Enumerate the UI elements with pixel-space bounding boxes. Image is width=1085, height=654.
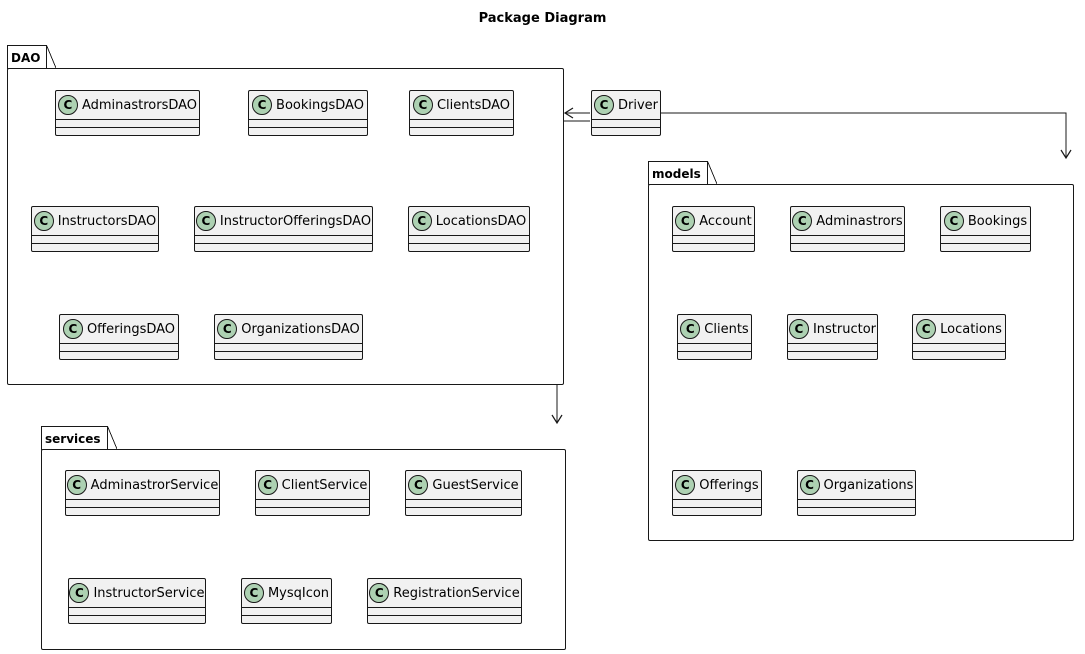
- class-name: ClientService: [281, 477, 368, 493]
- class-icon: C: [788, 319, 809, 339]
- class-name: Account: [699, 213, 752, 229]
- class-name: Instructor: [812, 321, 877, 337]
- class-name: ClientsDAO: [436, 97, 511, 113]
- class-name: MysqIcon: [267, 585, 330, 601]
- class-icon: C: [369, 583, 390, 603]
- class-name: LocationsDAO: [435, 213, 527, 229]
- package-dao-label: DAO: [7, 45, 58, 69]
- class-name: GuestService: [432, 477, 519, 493]
- class-icon: C: [411, 211, 432, 231]
- class-icon: C: [257, 475, 278, 495]
- class-name: OfferingsDAO: [86, 321, 176, 337]
- class-icon: C: [62, 319, 83, 339]
- arrow-driver-to-models: [660, 112, 1067, 158]
- class-name: Driver: [617, 97, 658, 113]
- class-icon: C: [69, 583, 90, 603]
- class-name: Locations: [940, 321, 1002, 337]
- arrowhead-models: [1060, 149, 1072, 160]
- class-name: Organizations: [823, 477, 914, 493]
- class-name: AdminastrorService: [90, 477, 219, 493]
- class-icon: C: [408, 475, 429, 495]
- arrowhead-services: [551, 414, 563, 425]
- class-name: BookingsDAO: [276, 97, 364, 113]
- class-name: Bookings: [967, 213, 1028, 229]
- class-name: InstructorService: [93, 585, 205, 601]
- class-icon: C: [593, 95, 614, 115]
- class-icon: C: [680, 319, 701, 339]
- class-icon: C: [33, 211, 54, 231]
- class-icon: C: [675, 211, 696, 231]
- class-icon: C: [916, 319, 937, 339]
- class-icon: C: [675, 475, 696, 495]
- diagram-title: Package Diagram: [478, 11, 607, 26]
- class-name: Clients: [704, 321, 749, 337]
- package-services-label: services: [41, 426, 117, 450]
- class-name: InstructorOfferingsDAO: [219, 213, 372, 229]
- class-icon: C: [195, 211, 216, 231]
- class-name: RegistrationService: [393, 585, 520, 601]
- class-name: OrganizationsDAO: [241, 321, 360, 337]
- class-icon: C: [243, 583, 264, 603]
- class-icon: C: [57, 95, 78, 115]
- class-icon: C: [792, 211, 813, 231]
- class-icon: C: [252, 95, 273, 115]
- class-name: Offerings: [699, 477, 759, 493]
- package-models-label: models: [648, 161, 717, 185]
- class-icon: C: [412, 95, 433, 115]
- class-icon: C: [66, 475, 87, 495]
- class-name: AdminastrorsDAO: [81, 97, 198, 113]
- class-name: InstructorsDAO: [57, 213, 157, 229]
- class-icon: C: [217, 319, 238, 339]
- class-icon: C: [799, 475, 820, 495]
- arrowhead-dao: [563, 107, 574, 119]
- class-name: Adminastrors: [816, 213, 903, 229]
- class-icon: C: [943, 211, 964, 231]
